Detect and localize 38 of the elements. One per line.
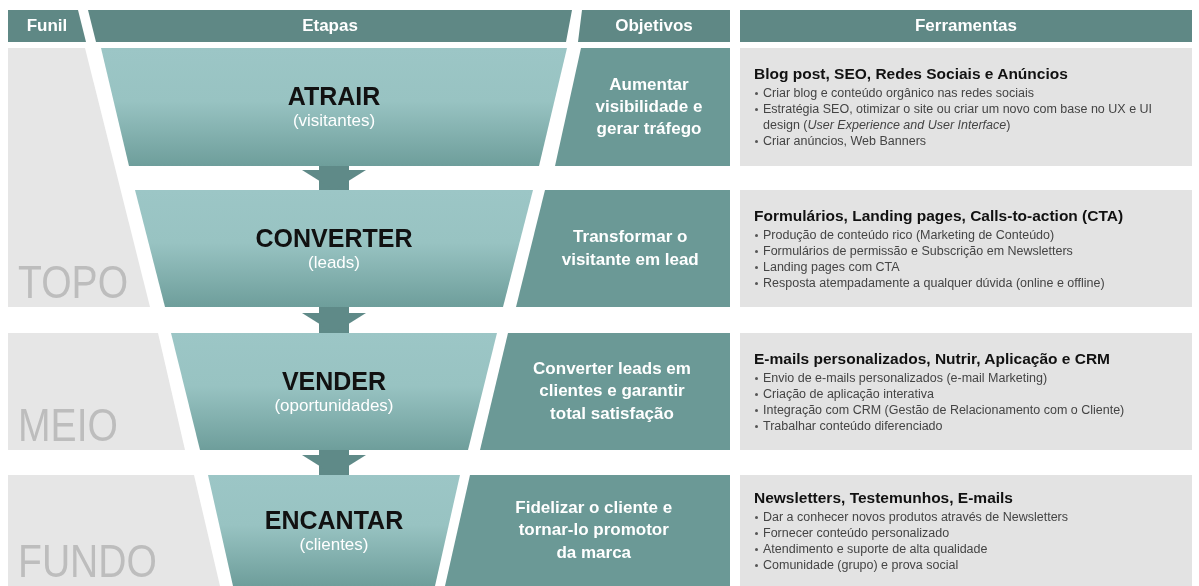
bullet-item: Criar blog e conteúdo orgânico nas redes sociais — [754, 85, 1182, 101]
bullet-item: Formulários de permissão e Subscrição em Newsletters — [754, 242, 1105, 259]
bullet-item: Comunidade (grupo) e prova social — [754, 556, 1069, 573]
stage-subtitle: (leads) — [308, 252, 360, 274]
bullet-item: Estratégia SEO, otimizar o site ou criar um novo com base no UX e UI design (User Experience and User Interface) — [754, 101, 1182, 133]
stage-title: ENCANTAR — [264, 505, 404, 535]
column-header: Ferramentas — [914, 16, 1018, 36]
tools-heading: Blog post, SEO, Redes Sociais e Anúncios — [754, 65, 1068, 83]
flow-arrow — [302, 166, 366, 190]
objective-text: Transformar o visitante em lead — [560, 226, 700, 271]
stage-subtitle: (visitantes) — [292, 111, 376, 132]
objective-text: Converter leads em clientes e garantir total satisfação — [532, 358, 692, 425]
bullet-item: Criação de aplicação interativa — [754, 385, 1125, 402]
bullet-item: Landing pages com CTA — [754, 258, 1105, 275]
stage-subtitle: (oportunidades) — [274, 395, 394, 417]
objective-text: Aumentar visibilidade e gerar tráfego — [594, 73, 704, 141]
bullet-item: Produção de conteúdo rico (Marketing de Conteúdo) — [754, 226, 1105, 243]
column-header: Etapas — [302, 16, 358, 36]
bullet-item: Fornecer conteúdo personalizado — [754, 524, 1069, 541]
bullet-item: Integração com CRM (Gestão de Relacionamento com o Cliente) — [754, 401, 1125, 418]
objective-text: Fidelizar o cliente e tornar-lo promotor da marca — [514, 497, 674, 564]
bullet-item: Atendimento e suporte de alta qualidade — [754, 540, 1069, 557]
bullet-item: Trabalhar conteúdo diferenciado — [754, 417, 1125, 434]
flow-arrow — [302, 307, 366, 333]
stage-title: CONVERTER — [255, 223, 413, 253]
column-header: Objetivos — [615, 16, 693, 36]
bullet-item: Criar anúncios, Web Banners — [754, 133, 1182, 149]
stage-title: VENDER — [281, 366, 387, 396]
tools-heading: Newsletters, Testemunhos, E-mails — [754, 488, 1013, 507]
bullet-item: Dar a conhecer novos produtos através de Newsletters — [754, 508, 1069, 525]
flow-arrow — [302, 450, 366, 475]
stage-subtitle: (clientes) — [299, 534, 369, 556]
bullet-item: Envio de e-mails personalizados (e-mail Marketing) — [754, 369, 1125, 386]
tools-heading: E-mails personalizados, Nutrir, Aplicação e CRM — [754, 349, 1111, 368]
stage-title: ATRAIR — [287, 82, 381, 112]
column-header: Funil — [26, 16, 68, 36]
bullet-item: Resposta atempadamente a qualquer dúvida (online e offline) — [754, 274, 1105, 291]
tools-heading: Formulários, Landing pages, Calls-to-action (CTA) — [754, 206, 1124, 225]
